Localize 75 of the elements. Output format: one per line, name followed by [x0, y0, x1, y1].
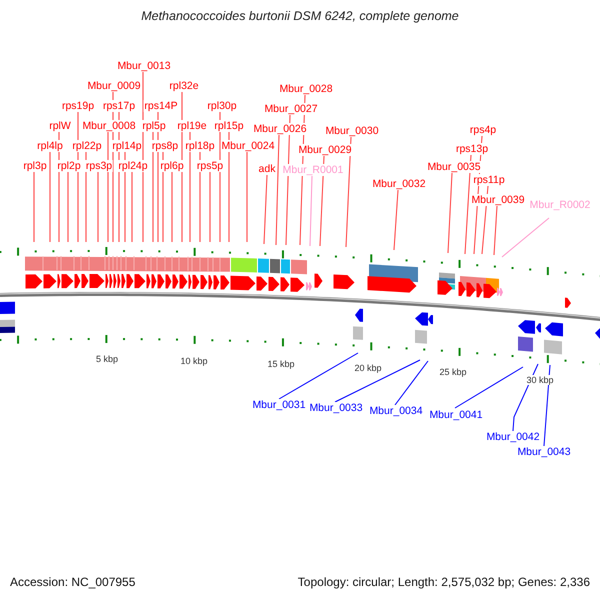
- leader-line: [512, 364, 538, 432]
- gene-label: Mbur_0008: [81, 120, 137, 132]
- gene-label: rpl3p: [22, 160, 48, 172]
- scale-label: 25 kbp: [439, 367, 467, 377]
- gene-label: rps4p: [468, 124, 498, 136]
- leader-line: [502, 218, 550, 258]
- leader-line: [394, 190, 398, 250]
- gene-label: Mbur_0027: [263, 103, 319, 115]
- leader-line: [264, 174, 268, 244]
- gene-label: Mbur_0009: [86, 80, 142, 92]
- gene-label: rpl19e: [176, 120, 208, 132]
- leader-line: [394, 360, 428, 406]
- gene-label: rplW: [48, 120, 72, 132]
- gene-label: Mbur_0028: [278, 83, 334, 95]
- gene-label: rpl15p: [213, 120, 245, 132]
- gene-label: rpl18p: [184, 140, 216, 152]
- footer-text: Accession: NC_007955: [10, 577, 136, 587]
- gene-label: Mbur_0034: [368, 405, 424, 417]
- gene-label: Mbur_0033: [308, 402, 364, 414]
- gene-label: rpl5p: [141, 120, 167, 132]
- gene-label: rpl6p: [159, 160, 185, 172]
- leader-line: [494, 206, 498, 256]
- gene-label: rpl24p: [117, 160, 149, 172]
- scale-label: 5 kbp: [96, 354, 118, 364]
- gene-label: adk: [258, 163, 276, 175]
- leader-line: [346, 136, 352, 248]
- gene-label: rps3p: [84, 160, 114, 172]
- scale-label: 30 kbp: [526, 375, 554, 385]
- gene-label: rps8p: [150, 140, 180, 152]
- gene-label: Mbur_0042: [485, 431, 541, 443]
- gene-label: Mbur_0035: [426, 161, 482, 173]
- gene-label: Mbur_0041: [428, 409, 484, 421]
- gene-label: rpl22p: [71, 140, 103, 152]
- gene-label: rpl14p: [111, 140, 143, 152]
- scale-label: 20 kbp: [354, 363, 382, 373]
- leader-line: [276, 134, 280, 246]
- scale-label: 15 kbp: [267, 359, 295, 369]
- leader-line: [454, 366, 524, 408]
- gene-label: Mbur_0031: [251, 399, 307, 411]
- leader-line: [464, 154, 472, 254]
- leader-line: [310, 176, 312, 246]
- leader-line: [152, 132, 154, 242]
- gene-label: rpl30p: [206, 100, 238, 112]
- gene-label: rps19p: [60, 100, 96, 112]
- leader-line: [544, 364, 550, 446]
- gene-label: rps5p: [196, 160, 224, 172]
- gene-label: rpl4lp: [36, 140, 64, 152]
- gene-label: rps14P: [143, 100, 179, 112]
- gene-label: Mbur_0029: [297, 144, 353, 156]
- gene-label: Mbur_0030: [324, 125, 380, 137]
- gene-label: Mbur_R0001: [282, 164, 344, 176]
- gene-label: rpl2p: [56, 160, 82, 172]
- gene-label: Mbur_0043: [516, 446, 572, 458]
- gene-label: Mbur_0039: [470, 194, 526, 206]
- leader-line: [228, 132, 230, 242]
- title: Methanococcoides burtonii DSM 6242, complete genome: [140, 9, 460, 23]
- gene-label: Mbur_0032: [371, 178, 427, 190]
- scale-label: 10 kbp: [180, 356, 208, 366]
- gene-label: rps11p: [472, 174, 506, 186]
- gene-label: Mbur_0024: [220, 140, 276, 152]
- leader-line: [278, 352, 358, 400]
- gene-label: rpl32e: [168, 80, 200, 92]
- leader-line: [142, 72, 144, 242]
- footer-text: Topology: circular; Length: 2,575,032 bp; Genes: 2,336: [298, 577, 590, 587]
- gene-label: Mbur_0013: [116, 60, 172, 72]
- leader-line: [320, 156, 324, 246]
- leader-line: [448, 172, 452, 254]
- gene-label: Mbur_R0002: [528, 199, 592, 211]
- gene-label: rps13p: [454, 143, 490, 155]
- leader-line: [124, 152, 126, 242]
- gene-label: Mbur_0026: [252, 123, 308, 135]
- leader-line: [246, 152, 248, 242]
- leader-line: [334, 360, 420, 402]
- gene-label: rps17p: [102, 100, 136, 112]
- leader-line: [162, 152, 164, 242]
